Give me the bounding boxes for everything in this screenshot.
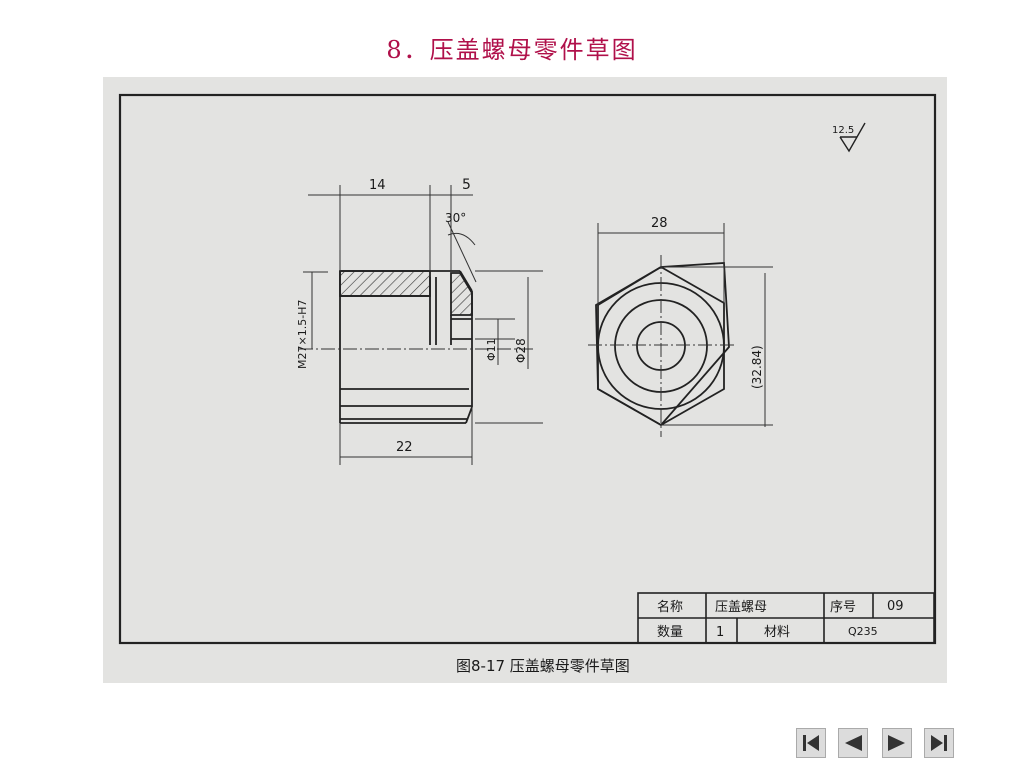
previous-page-icon [845,735,862,751]
title-block-seq-label: 序号 [830,600,856,615]
title-block-material-label: 材料 [764,625,790,640]
first-page-icon [803,735,819,751]
dim-across-corners: (32.84) [750,345,764,389]
title-block-name-label: 名称 [657,599,683,615]
roughness-value: 12.5 [832,125,854,136]
dim-width-28: 28 [651,216,668,231]
figure-caption: 图8-17 压盖螺母零件草图 [456,657,630,675]
dim-diameter-28: Φ28 [514,338,528,363]
next-page-icon [888,735,905,751]
sketch-drawing: 14 5 30° 22 M27×1.5-H7 Φ11 Φ28 28 (32.84… [103,77,947,683]
title-block-qty-label: 数量 [657,625,683,640]
next-page-button[interactable] [882,728,912,758]
last-page-icon [931,735,947,751]
drawing-frame [118,93,937,645]
roughness-symbol [839,122,866,153]
slide-navigation [796,728,956,758]
slide-title: 8．压盖螺母零件草图 [386,36,638,64]
dim-thread: M27×1.5-H7 [296,300,309,369]
front-section-view [339,270,473,424]
side-hex-view [595,262,730,427]
front-dimension-lines [303,185,543,465]
last-page-button[interactable] [924,728,954,758]
dim-30-degrees: 30° [445,211,466,225]
dim-14: 14 [369,178,386,193]
title-block-qty-value: 1 [716,625,724,640]
title-block-material-value: Q235 [848,625,878,638]
dim-5: 5 [462,177,471,193]
title-block-seq-value: 09 [887,599,904,614]
dim-diameter-11: Φ11 [485,338,498,361]
title-block-name-value: 压盖螺母 [715,600,767,615]
side-dimension-lines [597,223,773,427]
side-center-lines [588,255,737,437]
first-page-button[interactable] [796,728,826,758]
previous-page-button[interactable] [838,728,868,758]
title-block [637,592,935,644]
dim-22: 22 [396,440,413,455]
